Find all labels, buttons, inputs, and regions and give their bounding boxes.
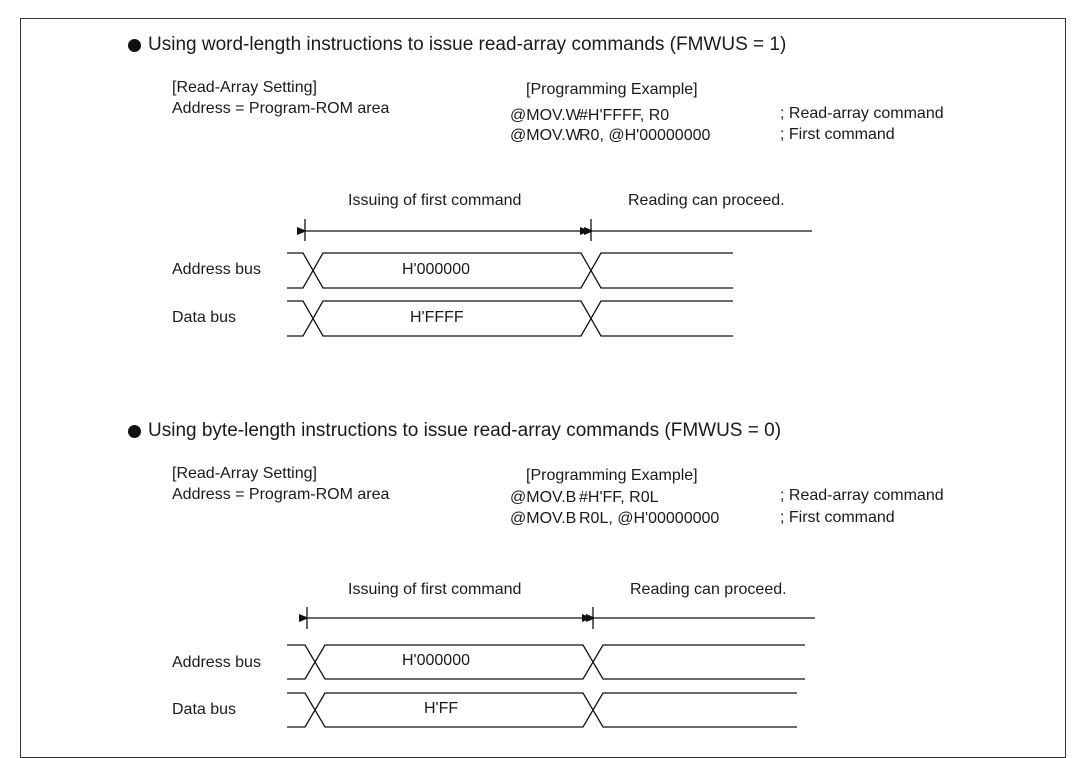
data-bus-label: Data bus (172, 309, 237, 326)
example-title: [Programming Example] (526, 81, 698, 98)
code-args: R0L, @H'00000000 (579, 510, 720, 527)
bullet-icon (128, 425, 141, 438)
phase-first-label: Issuing of first command (348, 192, 522, 209)
example-title: [Programming Example] (526, 467, 698, 484)
code-comment: ; Read-array command (780, 487, 944, 504)
address-bus-label: Address bus (172, 654, 261, 671)
code-op: @MOV.W (510, 107, 581, 124)
data-bus-label: Data bus (172, 701, 237, 718)
address-bus-waveform (287, 252, 733, 289)
code-args: #H'FF, R0L (579, 489, 659, 506)
bullet-icon (128, 39, 141, 52)
code-comment: ; Read-array command (780, 105, 944, 122)
code-comment: ; First command (780, 509, 895, 526)
timing-diagram-word (287, 219, 812, 337)
timing-diagram-byte (287, 607, 815, 728)
data-bus-waveform (287, 692, 797, 728)
section-heading: Using word-length instructions to issue … (148, 34, 787, 55)
code-op: @MOV.B (510, 510, 577, 527)
phase-read-label: Reading can proceed. (630, 581, 787, 598)
setting-title: [Read-Array Setting] (172, 465, 317, 482)
setting-address: Address = Program-ROM area (172, 486, 390, 503)
code-args: #H'FFFF, R0 (579, 107, 670, 124)
address-bus-waveform (287, 644, 805, 680)
data-value: H'FFFF (410, 309, 464, 326)
section-heading: Using byte-length instructions to issue … (148, 420, 782, 441)
setting-address: Address = Program-ROM area (172, 100, 390, 117)
data-bus-waveform (287, 300, 733, 337)
address-value: H'000000 (402, 261, 470, 278)
code-comment: ; First command (780, 126, 895, 143)
setting-title: [Read-Array Setting] (172, 79, 317, 96)
phase-read-label: Reading can proceed. (628, 192, 785, 209)
code-op: @MOV.B (510, 489, 577, 506)
code-args: R0, @H'00000000 (579, 127, 711, 144)
code-op: @MOV.W (510, 127, 581, 144)
phase-first-label: Issuing of first command (348, 581, 522, 598)
address-bus-label: Address bus (172, 261, 261, 278)
address-value: H'000000 (402, 652, 470, 669)
data-value: H'FF (424, 700, 459, 717)
